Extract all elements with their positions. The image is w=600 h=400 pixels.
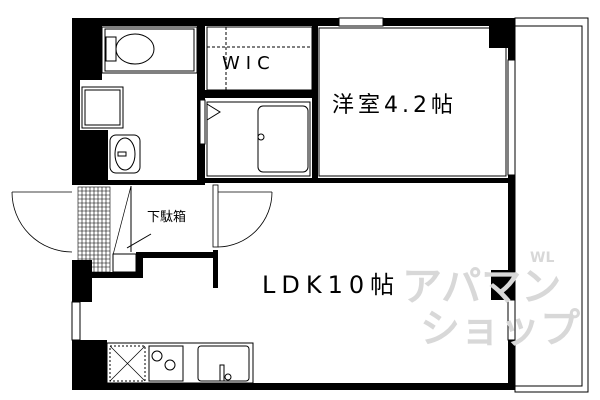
watermark-mark: WL <box>530 250 554 266</box>
window-right <box>507 299 516 341</box>
walk-in-closet: WIC <box>206 26 313 91</box>
room-door <box>212 184 273 248</box>
entrance-door <box>11 191 73 253</box>
walls <box>72 18 515 390</box>
watermark-line1: アパマン <box>402 264 561 310</box>
bath-door <box>199 99 206 145</box>
window-top <box>338 17 384 27</box>
watermark-logo: アパマン ショップ WL <box>402 250 580 352</box>
wic-label: WIC <box>222 53 276 74</box>
shoe-cabinet: 下駄箱 <box>112 185 186 273</box>
ldk-label: LDK10帖 <box>262 271 400 299</box>
window-left <box>71 301 81 341</box>
kitchen-counter <box>106 342 254 384</box>
bathtub <box>206 101 311 177</box>
entrance-tiles <box>77 186 111 273</box>
western-room: 洋室4.2帖 <box>318 27 507 177</box>
watermark-line2: ショップ <box>420 306 580 352</box>
shoe-cabinet-label: 下駄箱 <box>147 209 186 225</box>
washroom <box>81 86 141 174</box>
western-room-label: 洋室4.2帖 <box>332 93 457 118</box>
toilet <box>101 26 198 74</box>
window-room <box>507 59 516 176</box>
